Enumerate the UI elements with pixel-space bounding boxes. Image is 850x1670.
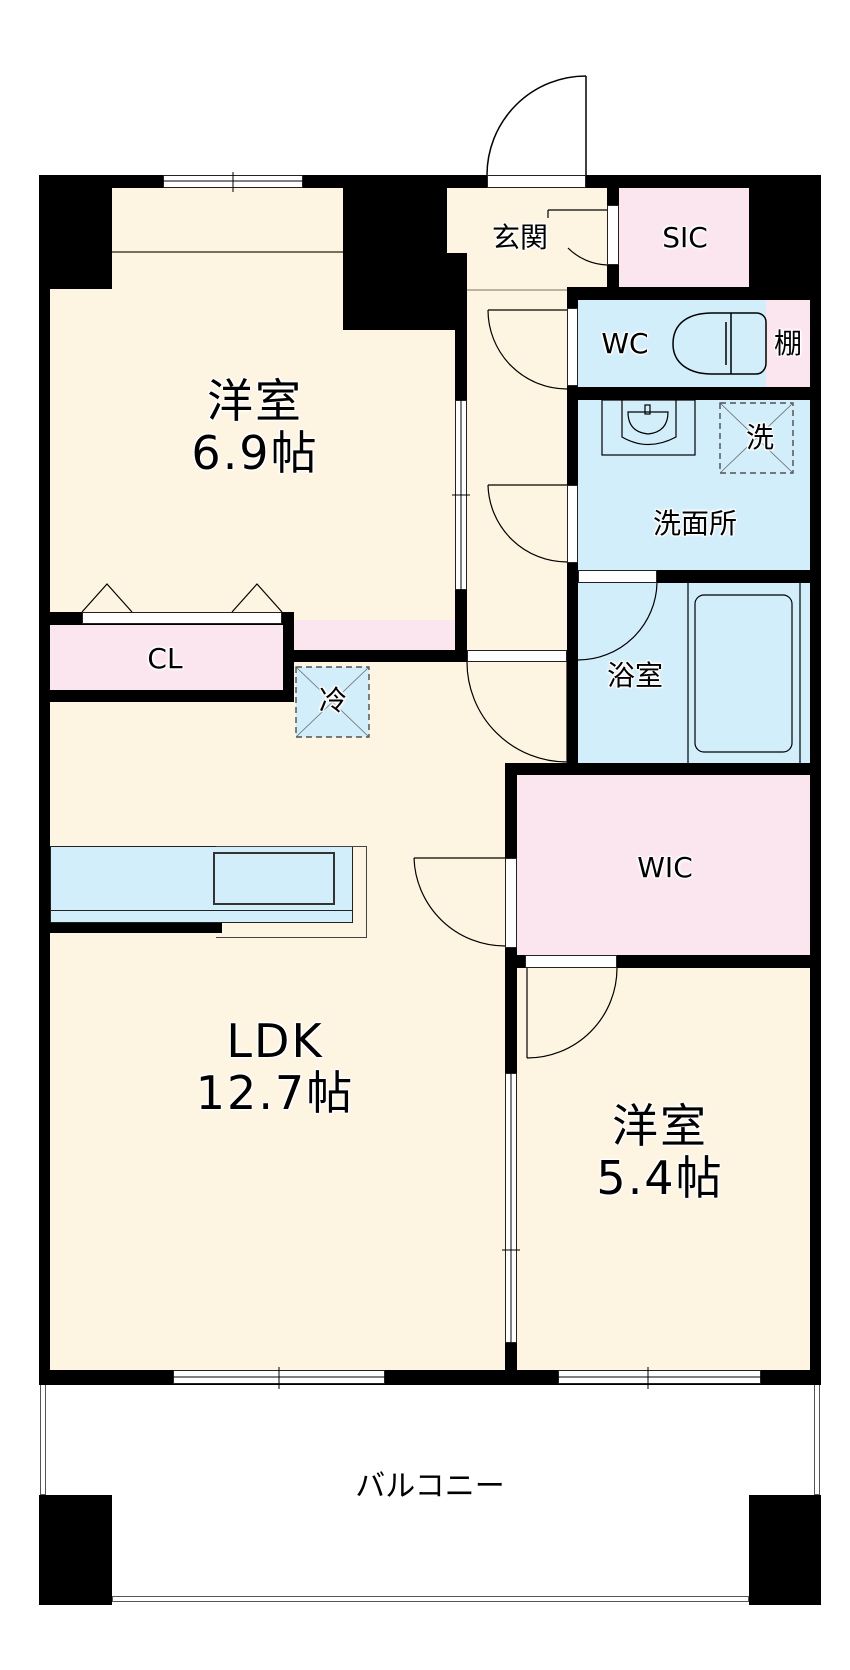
door-room2-opening[interactable] bbox=[525, 955, 617, 968]
column-top-left bbox=[39, 175, 112, 289]
door-bath-opening[interactable] bbox=[578, 570, 657, 583]
room-wic bbox=[517, 775, 810, 955]
kitchen-sink bbox=[213, 852, 335, 905]
door-wic-opening[interactable] bbox=[505, 858, 517, 948]
room-washroom bbox=[578, 400, 810, 570]
toilet-icon bbox=[672, 312, 767, 375]
closet-door[interactable] bbox=[82, 612, 282, 624]
balcony-column-right bbox=[749, 1495, 821, 1605]
balcony-column-left bbox=[39, 1495, 112, 1605]
room-bathroom bbox=[578, 583, 810, 763]
label-sic: SIC bbox=[662, 221, 708, 254]
room-size: 5.4帖 bbox=[596, 1151, 724, 1205]
label-shelf: 棚 bbox=[773, 327, 802, 360]
kitchen-bar bbox=[216, 846, 367, 938]
label-wic: WIC bbox=[637, 851, 693, 884]
column-top-right bbox=[749, 175, 821, 287]
column-entrance-side bbox=[447, 253, 467, 330]
label-entrance: 玄関 bbox=[491, 221, 548, 254]
balcony-rail-left bbox=[40, 1385, 46, 1495]
label-balcony: バルコニー bbox=[355, 1469, 505, 1504]
label-fridge: 冷 bbox=[318, 684, 347, 717]
closet-strip bbox=[293, 620, 455, 650]
bathtub-icon bbox=[687, 583, 801, 763]
entrance-door-swing-icon bbox=[486, 75, 587, 176]
door-sic-opening[interactable] bbox=[607, 205, 619, 265]
room-size: 6.9帖 bbox=[191, 426, 319, 480]
room-name: LDK bbox=[226, 1014, 324, 1068]
room-name: 洋室 bbox=[612, 1099, 708, 1153]
room-western-5-4 bbox=[517, 968, 810, 1370]
balcony-rail-right bbox=[814, 1385, 820, 1495]
wall-bath-bottom bbox=[505, 763, 821, 775]
room-sic bbox=[619, 188, 749, 287]
wall-left bbox=[39, 175, 50, 1385]
washbasin-icon bbox=[601, 399, 696, 456]
wall-right bbox=[810, 175, 821, 1385]
kitchen-wall-stub bbox=[50, 922, 222, 933]
wall-sic-bottom bbox=[567, 287, 821, 300]
label-western-room-2: 洋室 5.4帖 bbox=[560, 1100, 760, 1204]
kitchen-counter-edge bbox=[50, 910, 353, 911]
label-wc: WC bbox=[601, 327, 649, 360]
balcony-rail-bottom bbox=[112, 1596, 749, 1602]
washer-space-icon bbox=[719, 402, 794, 474]
label-western-room-1: 洋室 6.9帖 bbox=[150, 375, 360, 479]
wall-washroom-bottom bbox=[657, 570, 821, 583]
label-ldk: LDK 12.7帖 bbox=[155, 1015, 395, 1119]
label-washroom: 洗面所 bbox=[652, 507, 737, 540]
label-closet: CL bbox=[147, 642, 183, 675]
column-top-middle bbox=[343, 175, 447, 330]
wall-closet-bottom bbox=[39, 690, 294, 702]
wall-wc-bottom bbox=[567, 387, 821, 400]
room-closet bbox=[50, 625, 283, 690]
room-ldk bbox=[50, 695, 505, 1370]
entrance-door-opening[interactable] bbox=[487, 175, 586, 188]
door-hall-ldk-opening[interactable] bbox=[467, 650, 567, 662]
label-washer: 洗 bbox=[745, 421, 774, 454]
door-wc-opening[interactable] bbox=[567, 308, 578, 386]
room-wc bbox=[578, 300, 766, 387]
room-entrance bbox=[447, 188, 607, 288]
room-size: 12.7帖 bbox=[195, 1066, 355, 1120]
door-washroom-opening[interactable] bbox=[567, 485, 578, 563]
room-shelf bbox=[766, 300, 810, 387]
label-bathroom: 浴室 bbox=[606, 659, 663, 692]
wall-strip-bottom bbox=[283, 650, 467, 662]
room-name: 洋室 bbox=[207, 374, 303, 428]
